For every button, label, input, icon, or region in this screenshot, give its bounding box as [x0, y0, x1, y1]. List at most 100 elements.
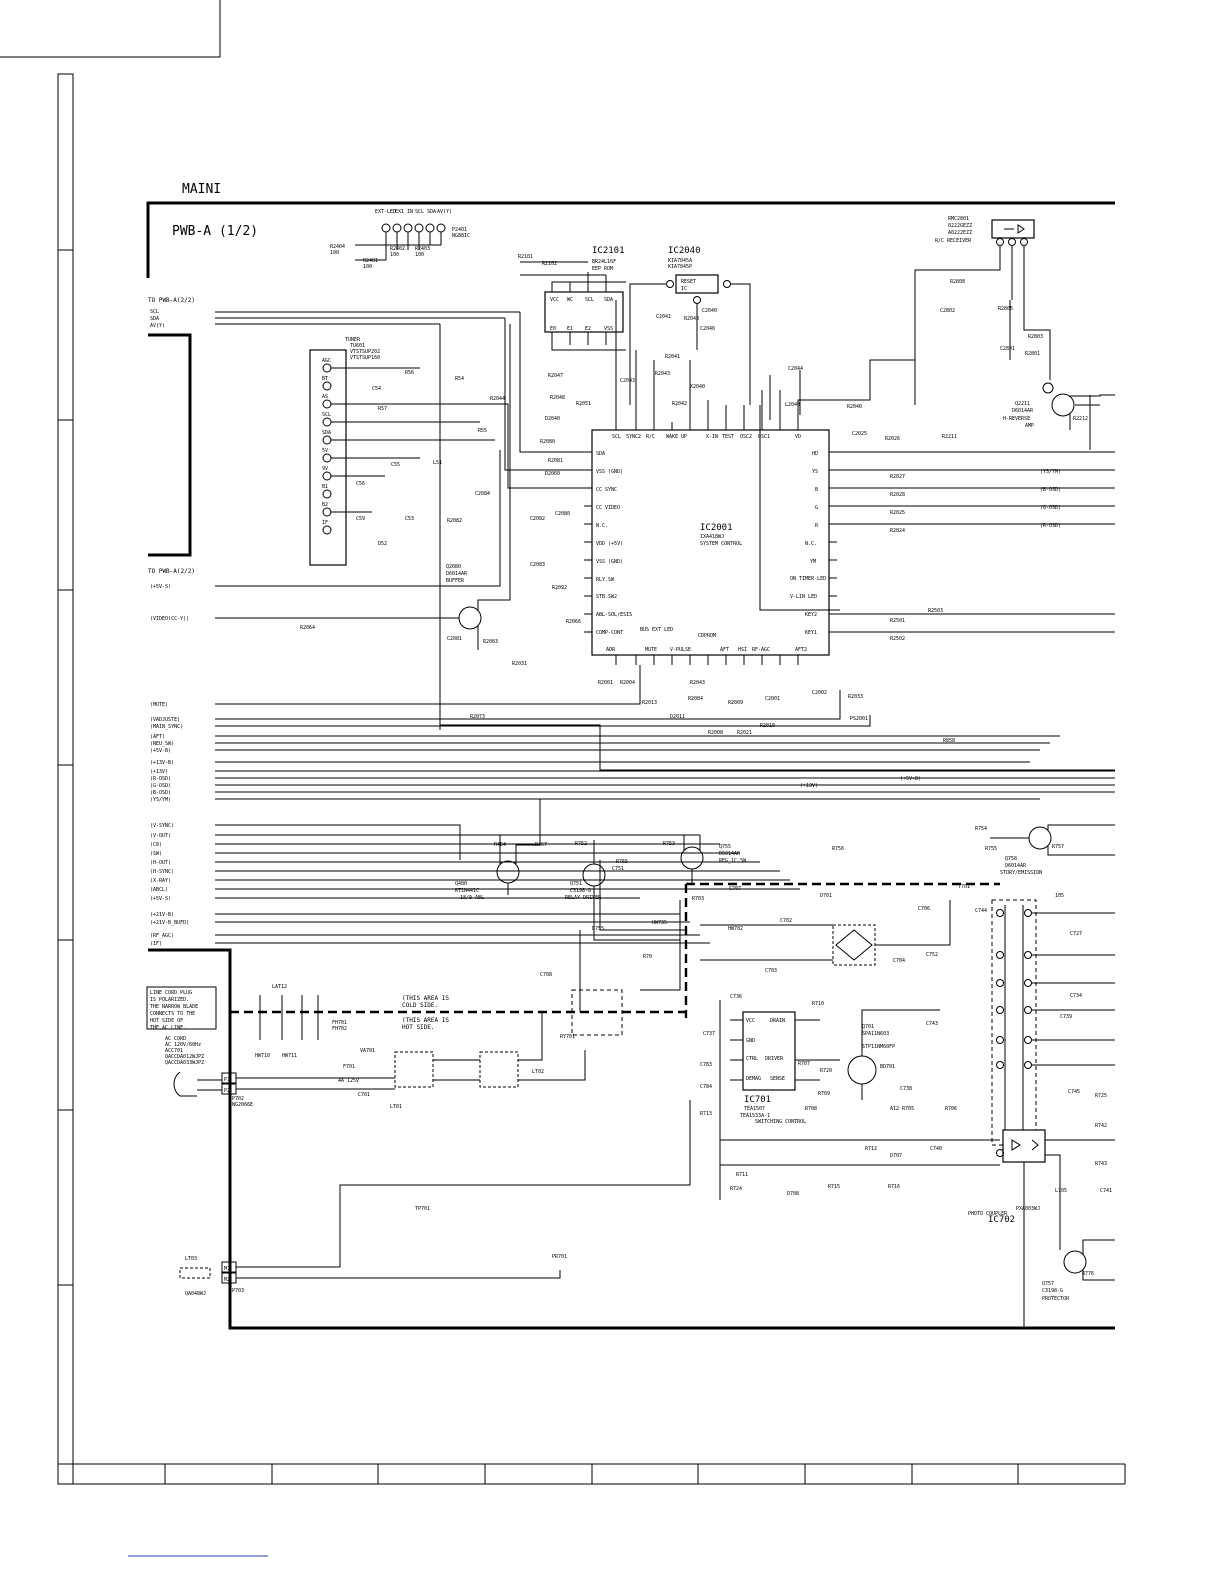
svg-text:100: 100	[330, 250, 339, 256]
svg-text:R56: R56	[405, 370, 414, 376]
q751-relay-driver: Q751 C3198-G RELAY DRIVER R752 C751 R765	[565, 840, 680, 941]
svg-text:TO PWB-A(2/2): TO PWB-A(2/2)	[148, 297, 195, 304]
svg-text:R2027: R2027	[890, 474, 905, 480]
svg-text:(IF): (IF)	[150, 941, 162, 947]
svg-text:R2051: R2051	[576, 401, 591, 407]
svg-text:C56: C56	[356, 481, 365, 487]
svg-text:Q751: Q751	[570, 881, 582, 887]
svg-text:VTSTSUP202: VTSTSUP202	[350, 349, 380, 355]
svg-text:KEY1: KEY1	[805, 630, 817, 636]
svg-text:R2401: R2401	[363, 258, 378, 264]
svg-text:AFT: AFT	[720, 647, 729, 653]
svg-text:E2: E2	[585, 326, 591, 332]
svg-text:RY701: RY701	[560, 1034, 575, 1040]
svg-text:C2001: C2001	[765, 696, 780, 702]
svg-text:IC: IC	[681, 286, 687, 292]
svg-text:PROTECTOR: PROTECTOR	[1042, 1296, 1070, 1302]
svg-text:YM: YM	[810, 559, 816, 565]
svg-text:R2803: R2803	[1028, 334, 1043, 340]
svg-text:C744: C744	[975, 908, 987, 914]
svg-text:R2102: R2102	[542, 261, 557, 267]
svg-text:(THIS AREA IS: (THIS AREA IS	[402, 995, 449, 1002]
svg-text:4A 125V: 4A 125V	[338, 1078, 359, 1084]
svg-text:OSC2: OSC2	[740, 434, 752, 440]
svg-text:CC VIDEO: CC VIDEO	[596, 505, 620, 511]
svg-text:VTSTSUP160: VTSTSUP160	[350, 355, 380, 361]
svg-text:R: R	[815, 523, 819, 529]
svg-text:AC 120V/60Hz: AC 120V/60Hz	[165, 1042, 201, 1048]
svg-text:SWITCHING CONTROL: SWITCHING CONTROL	[755, 1119, 806, 1125]
svg-text:EEP ROM: EEP ROM	[592, 266, 613, 272]
svg-text:(H-SYNC): (H-SYNC)	[150, 869, 174, 875]
svg-text:N.C.: N.C.	[596, 523, 608, 529]
svg-text:VD: VD	[795, 434, 801, 440]
svg-text:C3198-G: C3198-G	[1042, 1288, 1063, 1294]
svg-text:SDA: SDA	[604, 297, 613, 303]
page-frame	[0, 0, 1126, 1557]
svg-text:BUFFER: BUFFER	[446, 578, 465, 584]
svg-text:THE AC LINE.: THE AC LINE.	[150, 1025, 186, 1031]
svg-text:T701: T701	[958, 884, 970, 890]
ic701-ref: IC701	[744, 1095, 771, 1105]
svg-text:COLD SIDE.: COLD SIDE.	[402, 1002, 438, 1009]
svg-text:C53: C53	[405, 516, 414, 522]
svg-text:THE NARROW BLADE: THE NARROW BLADE	[150, 1004, 198, 1010]
svg-text:R757: R757	[1052, 844, 1064, 850]
svg-text:G: G	[815, 505, 818, 511]
svg-text:R2021: R2021	[737, 730, 752, 736]
svg-text:SCL: SCL	[322, 412, 331, 418]
lt03-ground: LT03 QA048WJ M1 M2 P703 TP701 PR701	[179, 1100, 691, 1297]
svg-text:A0222EZZ: A0222EZZ	[948, 230, 972, 236]
svg-text:C740: C740	[930, 1146, 942, 1152]
svg-text:(THIS AREA IS: (THIS AREA IS	[402, 1017, 449, 1024]
svg-text:R2502: R2502	[890, 636, 905, 642]
svg-text:R2026: R2026	[885, 436, 900, 442]
svg-text:R2048: R2048	[550, 395, 565, 401]
svg-text:FH701: FH701	[332, 1020, 347, 1026]
svg-text:C2081: C2081	[447, 636, 462, 642]
svg-text:DRIVER: DRIVER	[765, 1056, 784, 1062]
svg-text:VCC: VCC	[550, 297, 559, 303]
primary-filter: LAT12 HW710 HW711 FH701 FH702 VA701 F701…	[255, 984, 586, 1110]
svg-text:C59: C59	[356, 516, 365, 522]
svg-text:(+13V): (+13V)	[800, 783, 818, 789]
svg-text:PS2001: PS2001	[850, 716, 868, 722]
svg-text:VSS: VSS	[604, 326, 613, 332]
svg-text:9V: 9V	[322, 466, 328, 472]
svg-text:C2080: C2080	[555, 511, 570, 517]
svg-text:(V-OUT): (V-OUT)	[150, 833, 171, 839]
svg-text:QA048WJ: QA048WJ	[185, 1291, 206, 1297]
svg-text:SCL: SCL	[585, 297, 594, 303]
svg-text:BR24L16F: BR24L16F	[592, 259, 616, 265]
svg-text:C739: C739	[1060, 1014, 1072, 1020]
svg-text:R2080: R2080	[540, 439, 555, 445]
svg-text:C745: C745	[1068, 1089, 1080, 1095]
svg-text:LT02: LT02	[532, 1069, 544, 1075]
svg-text:SCL: SCL	[150, 309, 159, 315]
svg-text:R2101: R2101	[518, 254, 533, 260]
svg-text:STB.SW2: STB.SW2	[596, 594, 617, 600]
svg-text:C2082: C2082	[530, 516, 545, 522]
svg-text:100: 100	[415, 252, 424, 258]
svg-text:(+5V-B): (+5V-B)	[150, 748, 171, 754]
svg-text:R756: R756	[832, 846, 844, 852]
svg-text:VSS (GND): VSS (GND)	[596, 469, 623, 475]
svg-text:D52: D52	[378, 541, 387, 547]
svg-text:X-IN: X-IN	[706, 434, 718, 440]
svg-text:(X-RAY): (X-RAY)	[150, 878, 171, 884]
svg-text:TEA1533A-1: TEA1533A-1	[740, 1113, 770, 1119]
signals-to-pwb-a-mid: TO PWB-A(2/2) (+5V-S) (VIDEO(CC-Y)) R206…	[148, 450, 501, 631]
svg-text:R2033: R2033	[848, 694, 863, 700]
svg-text:C727: C727	[1070, 931, 1082, 937]
svg-text:IS POLARIZED.: IS POLARIZED.	[150, 997, 189, 1003]
svg-text:(MAIN_SYNC): (MAIN_SYNC)	[150, 724, 183, 730]
svg-text:D2060: D2060	[545, 471, 560, 477]
svg-text:RF-AGC: RF-AGC	[752, 647, 770, 653]
svg-text:C738: C738	[900, 1086, 912, 1092]
ic2040-reset: IC2040 KIA7045A KIA7045P RESET IC R2043 …	[629, 246, 751, 405]
svg-text:C707: C707	[729, 886, 741, 892]
svg-text:R2212: R2212	[1073, 416, 1088, 422]
svg-text:D6014AR: D6014AR	[1012, 408, 1034, 414]
svg-text:EX1 IN: EX1 IN	[395, 209, 413, 215]
svg-text:R2066: R2066	[566, 619, 581, 625]
